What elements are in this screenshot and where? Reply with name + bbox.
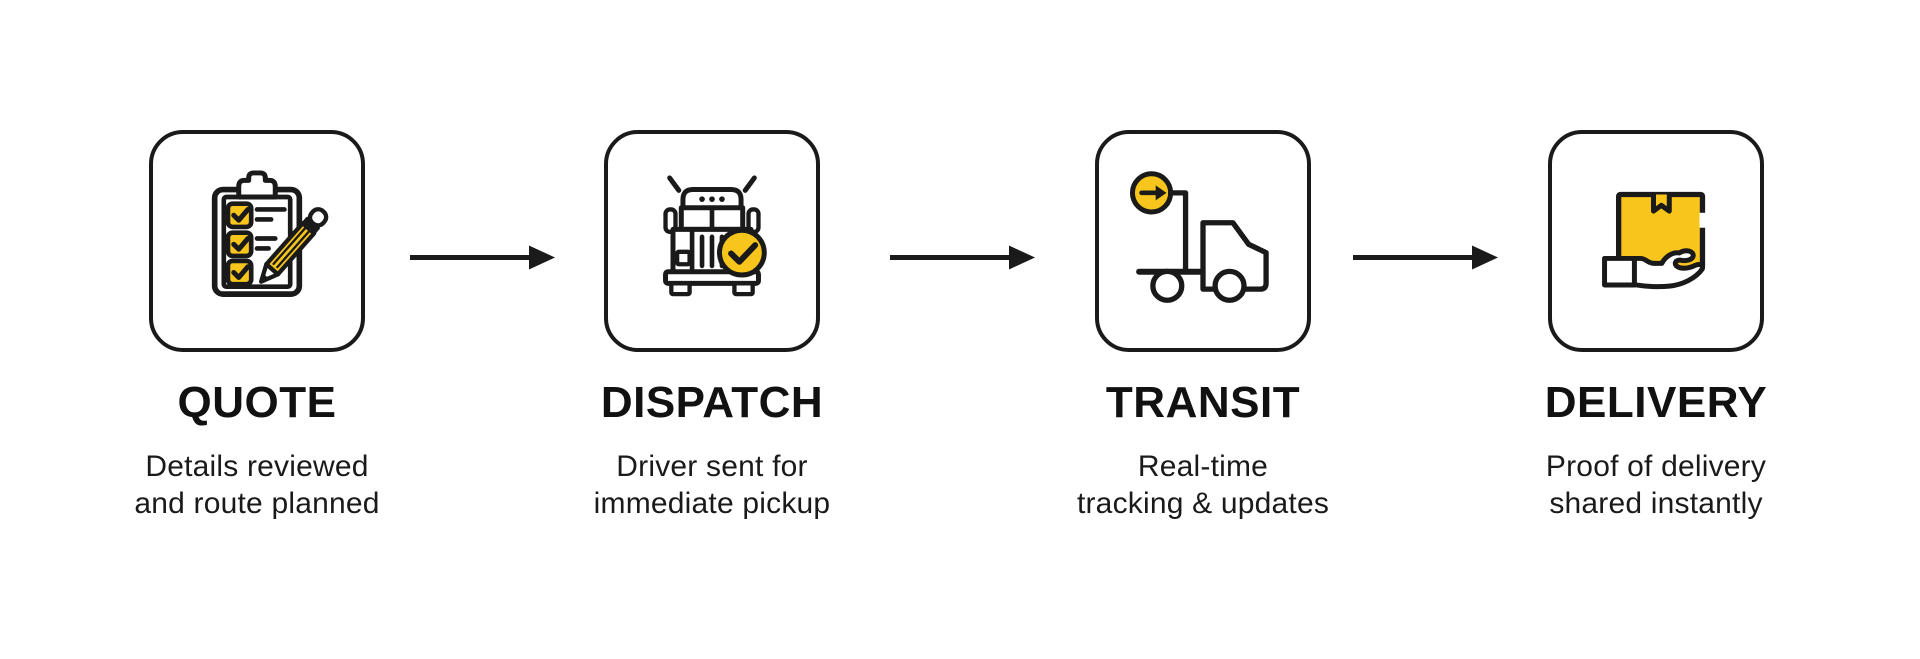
step-description: Driver sent for immediate pickup xyxy=(542,448,882,522)
arrow-right-icon xyxy=(1353,245,1498,270)
step-description: Real-time tracking & updates xyxy=(1033,448,1373,522)
step-description-line: Driver sent for xyxy=(616,450,808,483)
forward-arrow-circle xyxy=(1129,171,1174,215)
step-title: DELIVERY xyxy=(1544,378,1768,427)
clipboard-checklist-pencil-icon xyxy=(211,170,329,297)
step-icon-card xyxy=(604,130,820,352)
check-circle xyxy=(716,227,767,278)
sleeve xyxy=(1602,255,1637,288)
step-title: TRANSIT xyxy=(1105,378,1301,427)
step-icon-card xyxy=(1095,130,1311,352)
package-tape-flap xyxy=(1651,192,1672,214)
step-icon-card xyxy=(1548,130,1764,352)
step-description-line: tracking & updates xyxy=(1076,487,1330,520)
step-description-line: Proof of delivery xyxy=(1545,450,1767,483)
step-title: DISPATCH xyxy=(600,378,824,427)
checklist-items xyxy=(225,201,287,287)
step-dispatch: DISPATCH Driver sent for immediate picku… xyxy=(542,130,882,522)
step-description: Details reviewed and route planned xyxy=(87,448,427,522)
hand-holding-package-icon xyxy=(1602,191,1706,290)
clipboard-clip xyxy=(236,170,278,200)
flatbed-truck-forward-arrow-icon xyxy=(1129,171,1269,303)
pencil xyxy=(258,207,329,284)
arrow-right-icon xyxy=(890,245,1035,270)
hand xyxy=(1631,248,1705,290)
step-description: Proof of delivery shared instantly xyxy=(1486,448,1826,522)
step-quote: QUOTE Details reviewed and route planned xyxy=(87,130,427,522)
step-description-line: shared instantly xyxy=(1549,487,1763,520)
step-description-line: immediate pickup xyxy=(593,487,831,520)
step-icon-card xyxy=(149,130,365,352)
step-title: QUOTE xyxy=(177,378,337,427)
arrow-right-icon xyxy=(410,245,555,270)
step-description-line: Details reviewed xyxy=(145,450,369,483)
step-transit: TRANSIT Real-time tracking & updates xyxy=(1033,130,1373,522)
step-delivery: DELIVERY Proof of delivery shared instan… xyxy=(1486,130,1826,522)
semi-truck-front-check-icon xyxy=(663,175,767,297)
step-description-line: Real-time xyxy=(1137,450,1269,483)
step-description-line: and route planned xyxy=(134,487,380,520)
